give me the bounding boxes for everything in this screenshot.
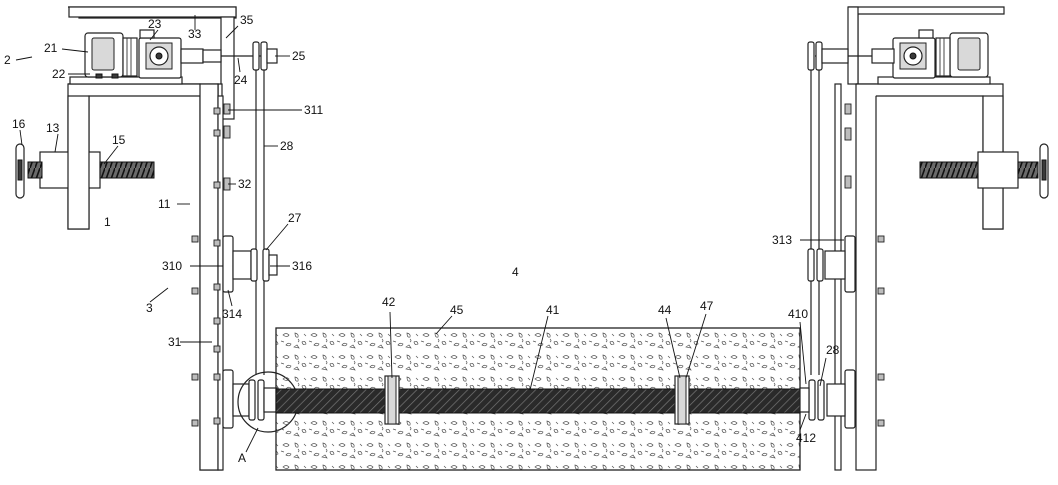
label-16: 16 (12, 117, 26, 131)
label-31: 31 (168, 335, 182, 349)
label-314: 314 (222, 307, 242, 321)
collar-44 (674, 375, 690, 425)
screw-housing-left (39, 151, 71, 189)
label-2: 2 (4, 53, 11, 67)
label-13: 13 (46, 121, 60, 135)
lead-screw-left-end (27, 161, 43, 179)
frame-rail-left (217, 95, 224, 471)
motor-base-left (69, 76, 183, 85)
screw-adjuster-right (919, 143, 1049, 199)
bolt-post-left-1 (191, 235, 199, 243)
label-410: 410 (788, 307, 808, 321)
label-33: 33 (188, 27, 202, 41)
frame-post-left (199, 83, 219, 471)
label-22: 22 (52, 67, 66, 81)
label-23: 23 (148, 17, 162, 31)
handwheel-icon (1039, 143, 1049, 199)
label-311: 311 (304, 103, 323, 117)
label-35: 35 (240, 13, 254, 27)
label-47: 47 (700, 299, 714, 313)
bracket-drop-right (847, 6, 859, 85)
bolt-left-low (213, 345, 221, 353)
bolt-group-left-upper (213, 103, 231, 191)
label-11: 11 (158, 197, 171, 211)
pulley-icon (807, 41, 849, 71)
label-4: 4 (512, 265, 519, 279)
frame-post-right (855, 83, 877, 471)
label-45: 45 (450, 303, 464, 317)
right-assembly (799, 6, 1049, 471)
side-plate-left (67, 95, 90, 230)
label-1: 1 (104, 215, 111, 229)
gearbox-icon (138, 29, 204, 79)
lead-screw-right-end (1017, 161, 1039, 179)
bolt-group-right (844, 103, 885, 427)
label-25: 25 (292, 49, 306, 63)
lead-screw-left (99, 161, 155, 179)
label-28: 28 (280, 139, 294, 153)
collar-42 (384, 375, 400, 425)
label-42: 42 (382, 295, 396, 309)
reference-labels: 2 21 22 23 33 35 24 25 16 13 15 311 28 3… (4, 13, 840, 465)
bearing-icon (213, 235, 278, 293)
left-assembly (15, 6, 299, 471)
pulley-icon (252, 41, 278, 71)
label-27: 27 (288, 211, 302, 225)
label-412: 412 (796, 431, 816, 445)
bolt-left-mid (213, 317, 221, 325)
label-32: 32 (238, 177, 252, 191)
screw-block-right (977, 151, 1019, 189)
bearing-icon (807, 235, 856, 293)
label-310: 310 (162, 259, 182, 273)
label-15: 15 (112, 133, 126, 147)
motor-icon (935, 32, 989, 78)
motor-icon (84, 32, 138, 79)
leader-lines (15, 15, 844, 453)
bolt-post-left-2 (191, 287, 199, 295)
bearing-lower-right (799, 369, 856, 429)
bolt-post-left-3 (191, 373, 199, 381)
top-bracket-left-plate (68, 6, 237, 18)
bolt-post-left-4 (191, 419, 199, 427)
lead-screw-right (919, 161, 979, 179)
label-a: A (238, 451, 246, 465)
label-41: 41 (546, 303, 560, 317)
roller-shaft (275, 388, 801, 414)
label-21: 21 (44, 41, 58, 55)
label-44: 44 (658, 303, 672, 317)
label-3: 3 (146, 301, 153, 315)
gearbox-icon (871, 29, 936, 79)
bearing-lower-left (213, 369, 279, 429)
label-24: 24 (234, 73, 248, 87)
bracket-drop-left (220, 16, 235, 120)
brush-roller-icon (275, 327, 801, 471)
label-313: 313 (772, 233, 792, 247)
frame-outline-left (68, 83, 223, 471)
coupling-left (202, 49, 222, 63)
handwheel-icon (15, 143, 25, 199)
label-28-right: 28 (826, 343, 840, 357)
label-316: 316 (292, 259, 312, 273)
